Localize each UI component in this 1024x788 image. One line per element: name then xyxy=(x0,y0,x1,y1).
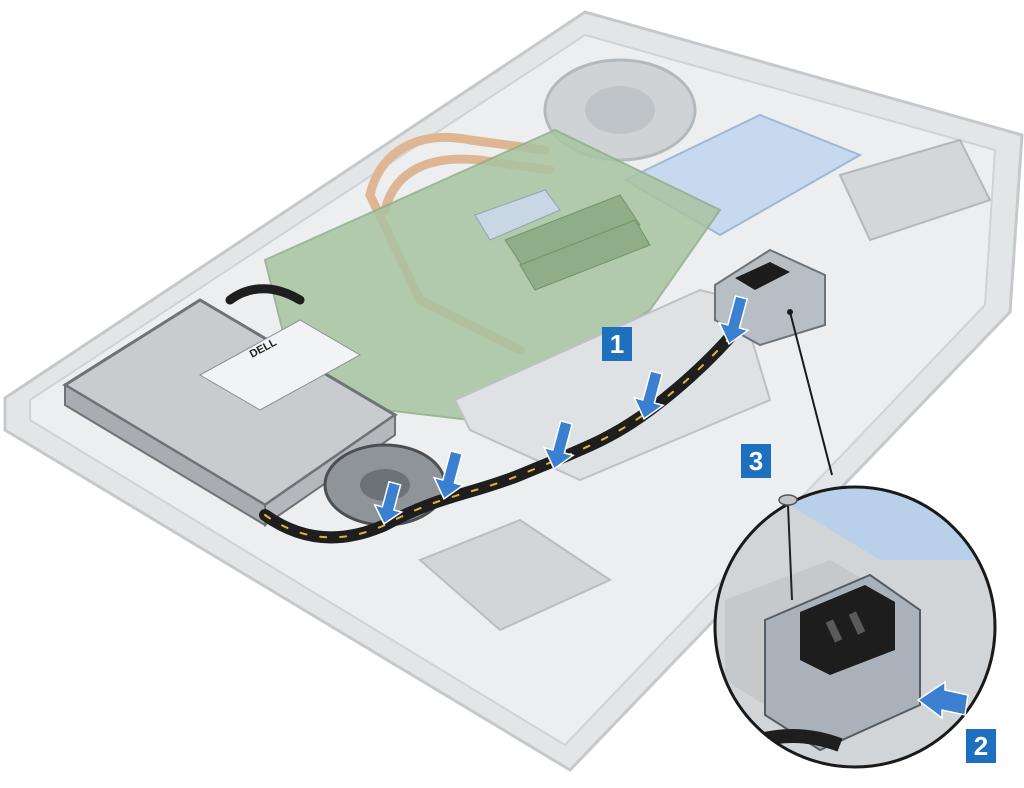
down-arrow-icon xyxy=(632,370,665,420)
down-arrow-icon xyxy=(373,480,404,525)
system-fan xyxy=(543,58,697,162)
lower-board xyxy=(418,518,613,632)
io-block xyxy=(838,138,992,242)
callout-step-1: 1 xyxy=(602,327,632,361)
callout-step-2: 2 xyxy=(966,729,996,763)
down-arrow-icon xyxy=(717,295,750,345)
zoom-inset xyxy=(713,485,997,769)
callout-step-3: 3 xyxy=(741,444,771,478)
power-connector-bracket xyxy=(714,248,826,347)
io-shield xyxy=(453,288,772,482)
left-arrow-icon xyxy=(916,680,969,720)
screw-icon xyxy=(778,494,798,601)
arrows-step-1 xyxy=(373,295,750,525)
down-arrow-icon xyxy=(542,420,575,470)
down-arrow-icon xyxy=(432,450,465,500)
zoom-pointer-line xyxy=(789,311,833,476)
power-cable xyxy=(225,284,751,544)
